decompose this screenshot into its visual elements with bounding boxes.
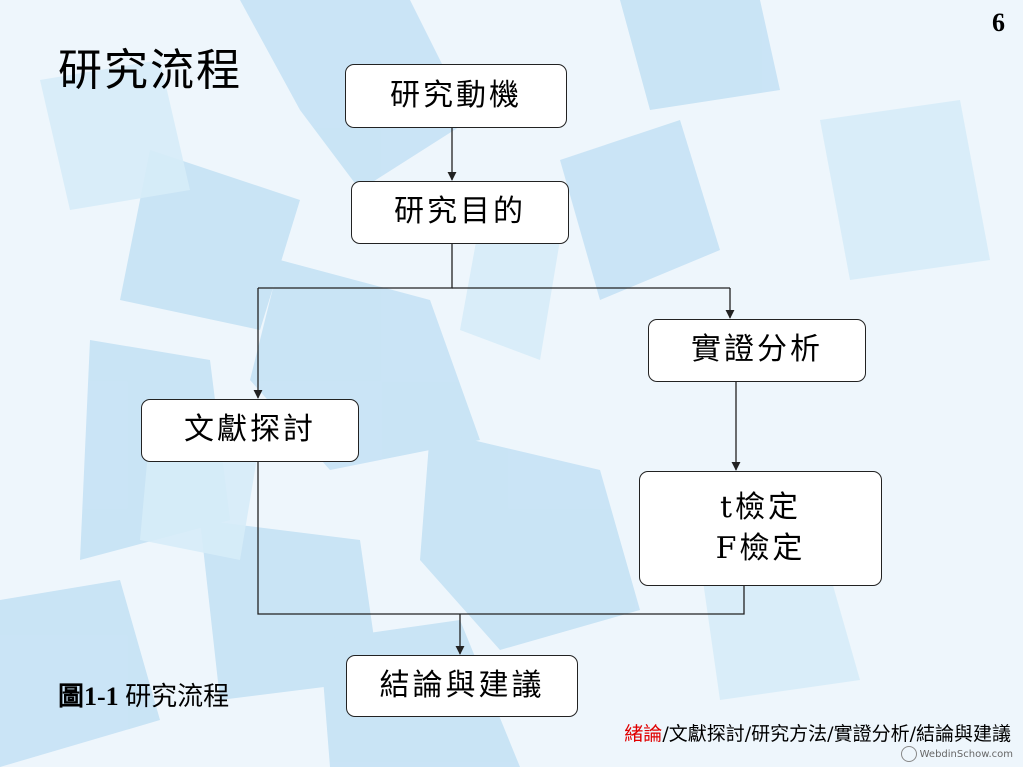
box-empirical-analysis: 實證分析 (648, 319, 866, 382)
box-label: 實證分析 (691, 332, 823, 368)
connector-purpose-split (258, 244, 453, 289)
box-literature-review: 文獻探討 (141, 399, 359, 462)
breadcrumb-item-active[interactable]: 緒論 (624, 723, 663, 745)
box-label-t-test: t檢定 (719, 490, 802, 525)
breadcrumb-item[interactable]: 文獻探討 (668, 723, 745, 745)
slide-title: 研究流程 (58, 45, 242, 96)
breadcrumb-separator: / (744, 723, 752, 745)
watermark: WebdinSchow.com (900, 746, 1013, 762)
connector-literature-merge (257, 462, 460, 615)
watermark-logo-icon (900, 746, 917, 762)
section-breadcrumb: 緒論/文獻探討/研究方法/實證分析/結論與建議 (624, 719, 1011, 746)
connector-tests-merge (460, 586, 745, 615)
box-label: 結論與建議 (379, 667, 545, 703)
box-label: 文獻探討 (184, 412, 316, 448)
figure-caption-text: 研究流程 (125, 682, 230, 711)
breadcrumb-item[interactable]: 結論與建議 (915, 723, 1011, 745)
figure-number: 圖1-1 (58, 682, 119, 711)
breadcrumb-item[interactable]: 研究方法 (751, 723, 828, 745)
breadcrumb-separator: / (662, 723, 669, 745)
breadcrumb-separator: / (827, 723, 834, 745)
box-research-motivation: 研究動機 (345, 64, 567, 128)
figure-caption: 圖1-1 研究流程 (58, 676, 229, 713)
box-label-f-test: F檢定 (715, 530, 806, 566)
box-statistical-tests: t檢定 F檢定 (639, 471, 882, 586)
breadcrumb-separator: / (909, 723, 916, 745)
box-research-purpose: 研究目的 (351, 181, 569, 244)
box-conclusion: 結論與建議 (346, 655, 578, 717)
breadcrumb-item[interactable]: 實證分析 (833, 723, 910, 745)
box-label: 研究動機 (390, 77, 522, 113)
box-label: 研究目的 (394, 194, 526, 230)
page-number: 6 (992, 8, 1005, 37)
watermark-text: WebdinSchow.com (919, 748, 1013, 760)
